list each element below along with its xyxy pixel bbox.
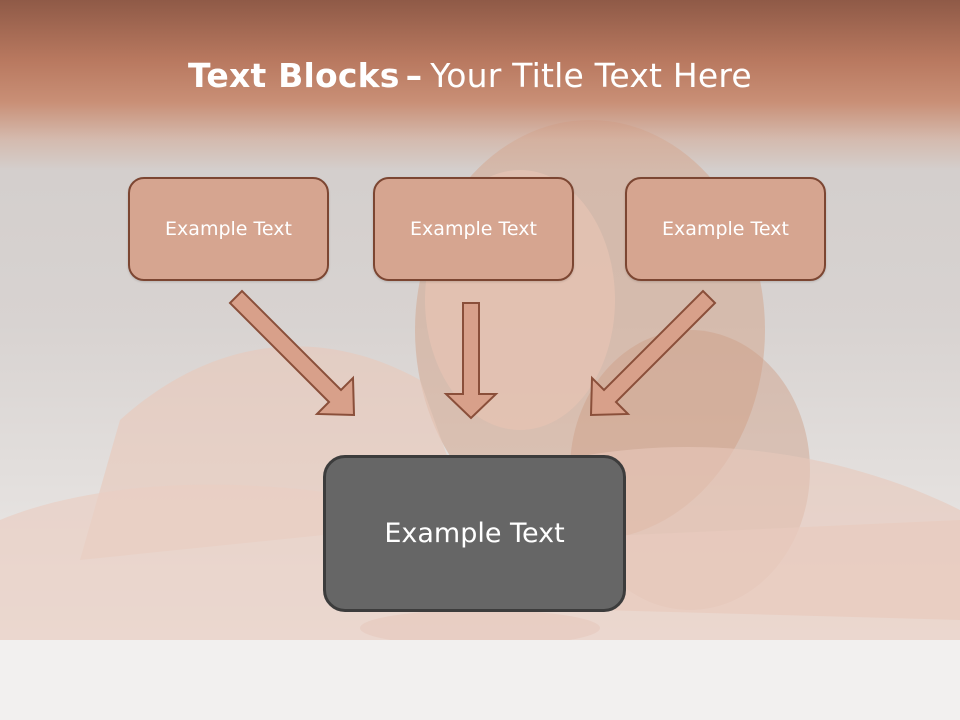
title-rest: Your Title Text Here: [430, 56, 752, 95]
text-block-main[interactable]: Example Text: [323, 455, 626, 612]
arrow-center-to-main: [443, 302, 499, 420]
slide-title: Text Blocks–Your Title Text Here: [0, 56, 940, 95]
text-block-center[interactable]: Example Text: [373, 177, 574, 281]
text-block-right[interactable]: Example Text: [625, 177, 826, 281]
arrow-right-to-main: [589, 289, 717, 417]
title-band: [0, 0, 960, 170]
title-dash: –: [405, 56, 423, 95]
title-bold-part: Text Blocks: [188, 56, 400, 95]
text-block-left[interactable]: Example Text: [128, 177, 329, 281]
text-block-main-label: Example Text: [384, 518, 565, 549]
text-block-right-label: Example Text: [662, 218, 789, 240]
text-block-center-label: Example Text: [410, 218, 537, 240]
text-block-left-label: Example Text: [165, 218, 292, 240]
arrow-left-to-main: [228, 289, 356, 417]
